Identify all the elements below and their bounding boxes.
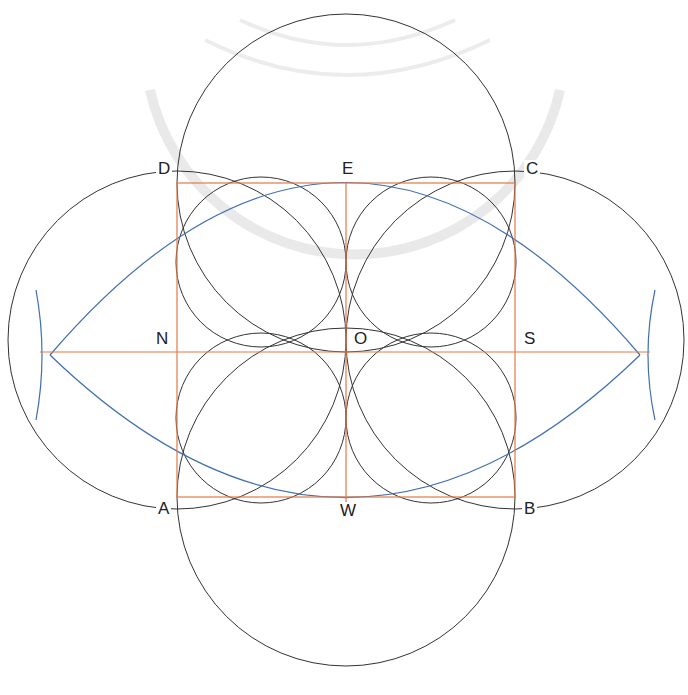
- point-label: B: [522, 500, 537, 519]
- point-label: O: [352, 330, 369, 349]
- point-label: W: [338, 502, 358, 521]
- point-label: C: [524, 160, 540, 179]
- point-label: S: [522, 330, 537, 349]
- point-label: E: [340, 160, 355, 179]
- point-label: N: [154, 330, 170, 349]
- point-label: D: [156, 160, 172, 179]
- point-label: A: [156, 500, 171, 519]
